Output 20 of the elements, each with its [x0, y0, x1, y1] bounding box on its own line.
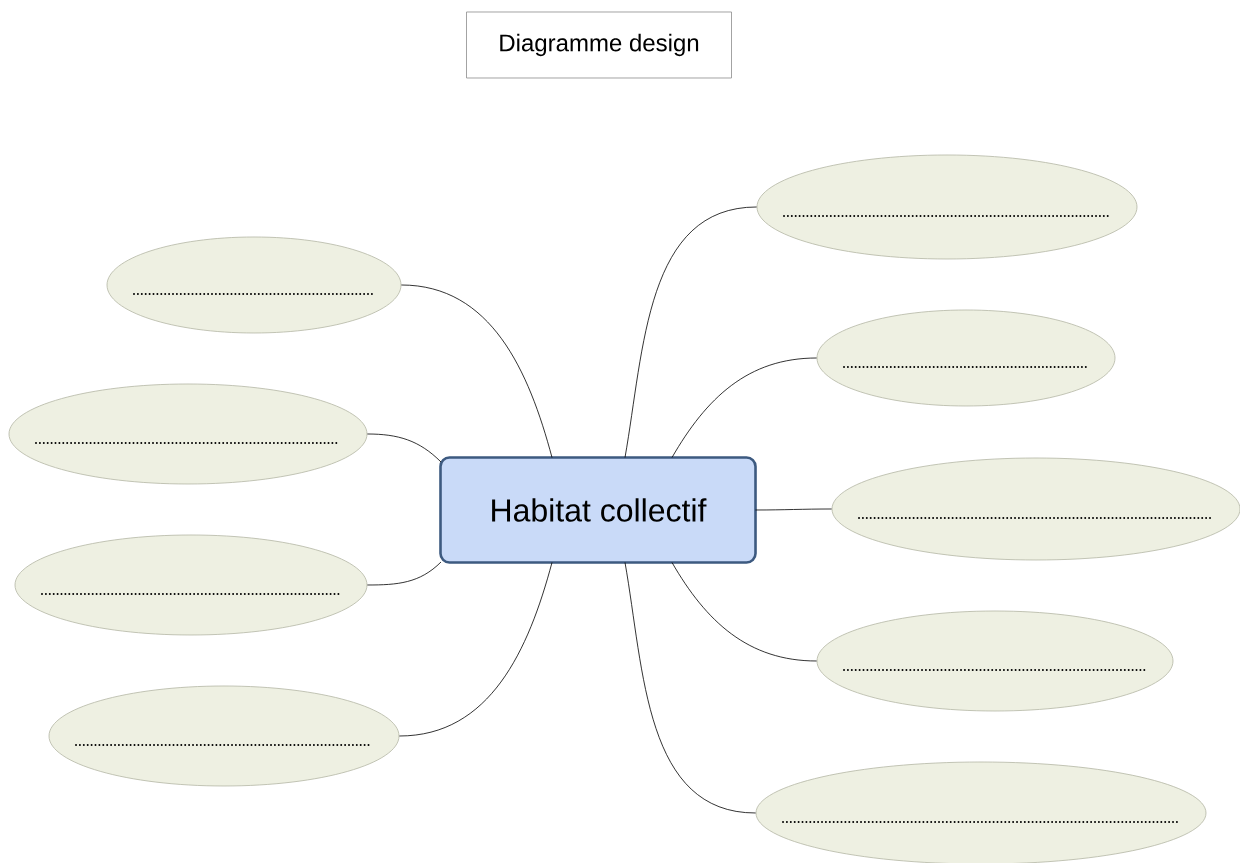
topic-box: Habitat collectif	[439, 456, 757, 564]
connector-line	[399, 562, 553, 737]
answer-ellipse	[8, 383, 368, 485]
answer-ellipse	[816, 610, 1174, 712]
connector-line	[401, 284, 553, 458]
answer-ellipse	[816, 309, 1116, 407]
answer-ellipse	[755, 761, 1207, 863]
connector-line	[367, 561, 442, 586]
answer-ellipse	[48, 685, 400, 787]
connector-line	[671, 562, 817, 662]
connector-line	[671, 357, 817, 458]
connector-line	[367, 433, 442, 463]
connector-line	[755, 508, 832, 511]
title-box: Diagramme design	[466, 11, 732, 79]
connector-line	[624, 562, 756, 814]
connector-line	[624, 206, 757, 458]
answer-ellipse	[756, 154, 1138, 260]
answer-ellipse	[14, 534, 368, 636]
answer-ellipse	[831, 457, 1240, 561]
answer-ellipse	[106, 236, 402, 334]
